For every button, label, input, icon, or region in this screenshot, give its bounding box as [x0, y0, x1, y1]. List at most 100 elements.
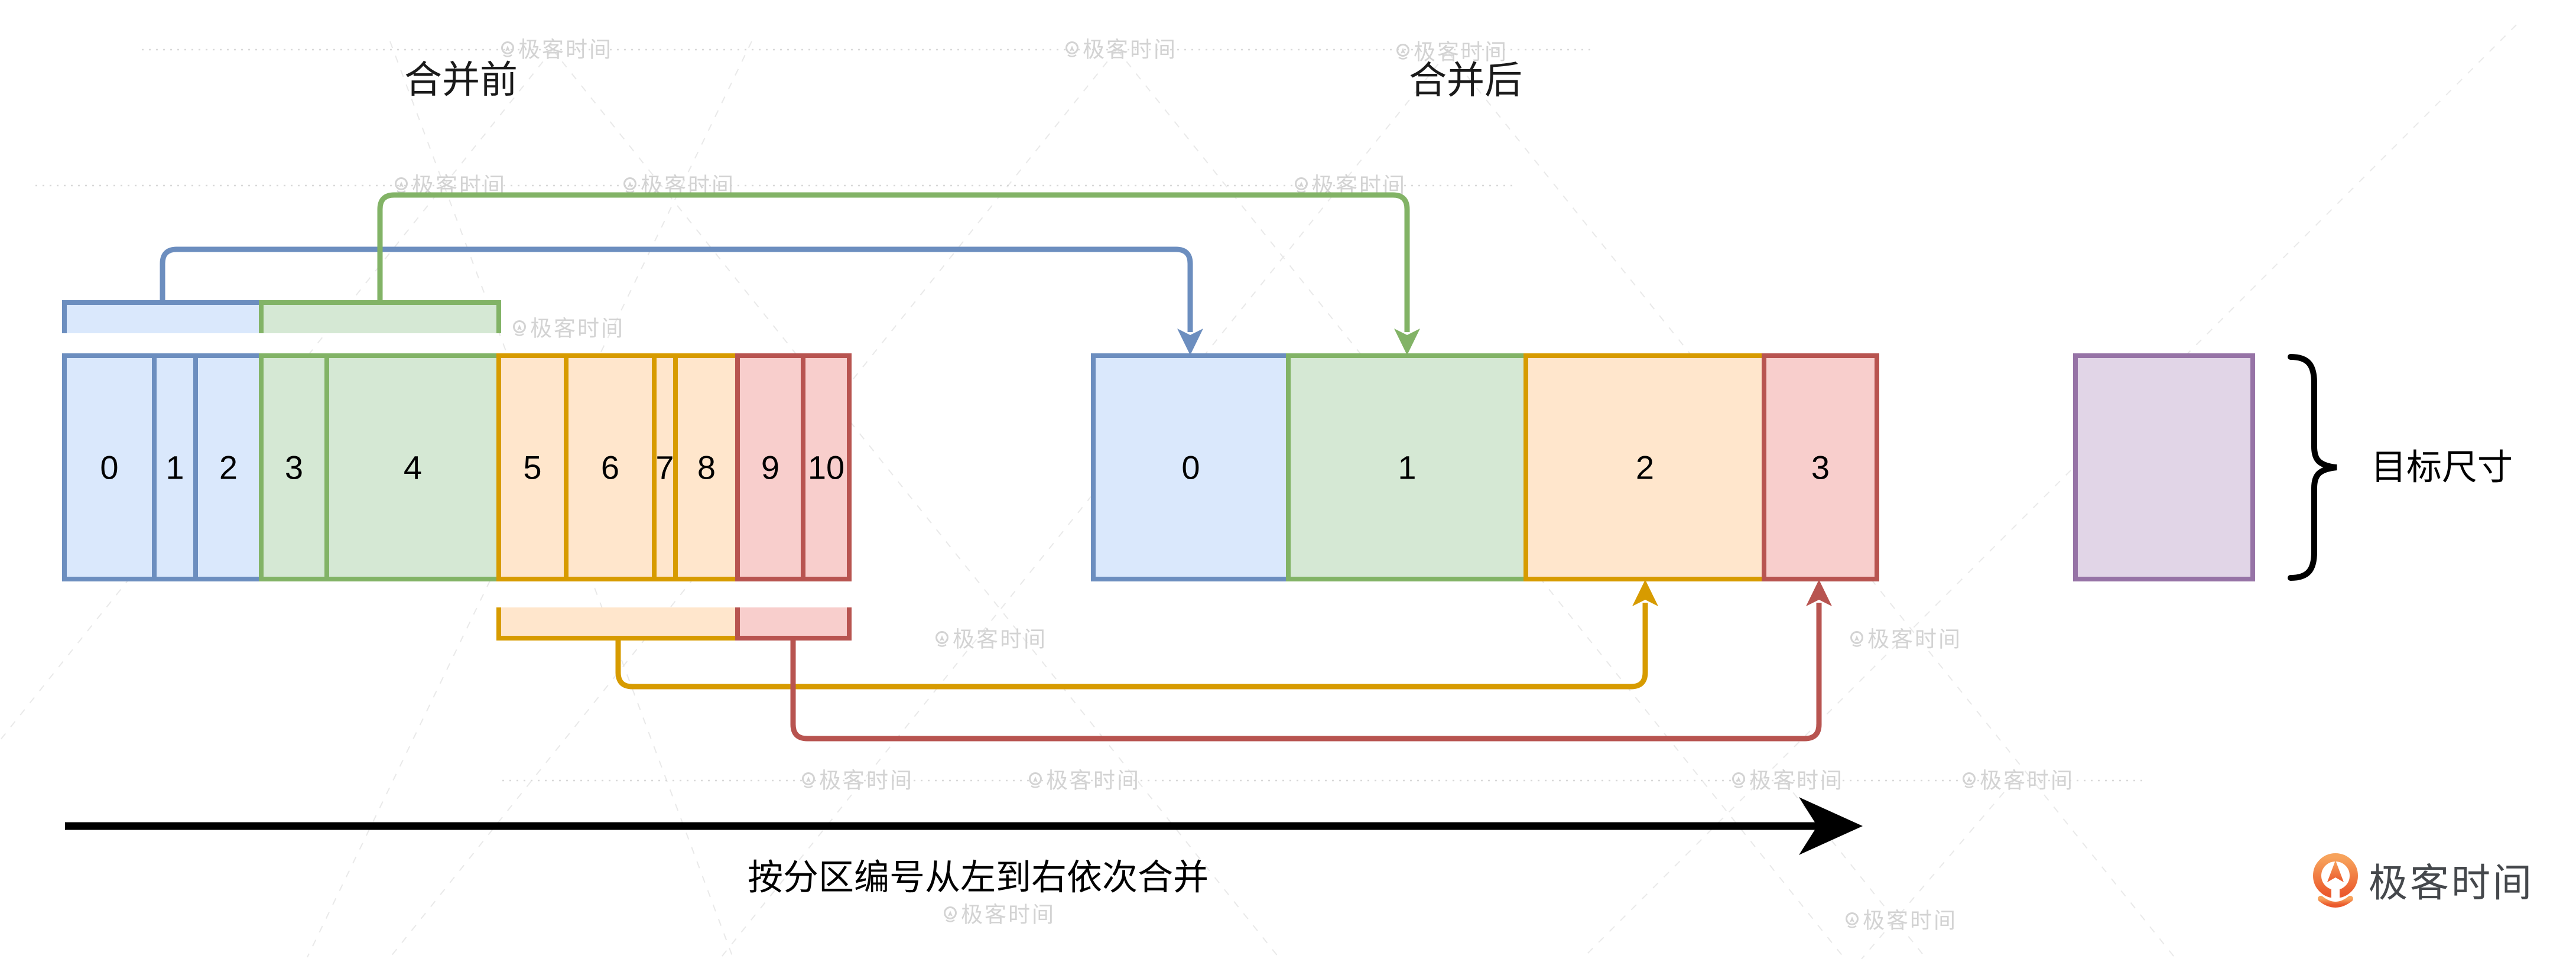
watermark-diagonal — [1116, 49, 1846, 959]
watermark-pin-tail — [1297, 190, 1306, 193]
watermark: 极客时间 — [1029, 769, 1139, 793]
block-label: 3 — [1811, 449, 1830, 486]
watermark-pin-tail — [515, 333, 524, 336]
segment-box — [324, 353, 501, 581]
watermark-diagonal — [1581, 24, 2517, 959]
segment-label: 8 — [697, 449, 716, 486]
segment-7: 7 — [652, 353, 678, 581]
watermark-pin-tail — [1847, 925, 1857, 928]
block-label: 2 — [1636, 449, 1654, 486]
watermark-pin-needle — [1736, 776, 1741, 782]
caption: 按分区编号从左到右依次合并 — [748, 858, 1209, 898]
timeline-arrowhead — [1799, 797, 1863, 855]
segment-box — [735, 353, 805, 581]
segment-5: 5 — [496, 353, 569, 581]
segment-8: 8 — [673, 353, 740, 581]
watermark-pin-icon — [1846, 912, 1859, 925]
watermark-pin-needle — [1401, 48, 1405, 54]
group-bracket-green — [259, 300, 501, 333]
watermark-pin-needle — [1850, 916, 1854, 922]
segment-label: 7 — [655, 449, 674, 486]
block-box — [1523, 353, 1766, 581]
group-bracket-blue — [62, 300, 264, 333]
block-0: 0 — [1091, 353, 1291, 581]
watermark-pin-tail — [937, 643, 947, 647]
watermark-text: 极客时间 — [961, 903, 1055, 927]
segment-4: 4 — [324, 353, 501, 581]
segment-label: 1 — [165, 449, 184, 486]
watermark-pin-tail — [1067, 54, 1077, 57]
target-curly-brace — [2288, 354, 2337, 581]
segment-box — [193, 353, 264, 581]
watermark: 极客时间 — [944, 903, 1055, 927]
segment-label: 0 — [100, 449, 118, 486]
segment-label: 2 — [219, 449, 238, 486]
watermark-diagonal — [719, 51, 1448, 959]
watermark: 极客时间 — [1396, 40, 1506, 64]
watermark-pin-icon — [935, 631, 948, 644]
watermark: 极客时间 — [935, 628, 1047, 652]
segment-10: 10 — [801, 353, 852, 581]
watermark: 极客时间 — [1732, 769, 1842, 793]
watermark: 极客时间 — [1066, 38, 1175, 62]
watermark-pin-icon — [1066, 41, 1079, 54]
watermark-text: 极客时间 — [530, 317, 625, 341]
merge-arrow-green-arrowhead — [1394, 329, 1420, 355]
watermark-diagonal — [1783, 780, 1927, 959]
segment-label: 6 — [601, 449, 619, 486]
watermark-pin-needle — [1967, 776, 1971, 782]
watermark-pin-icon — [1850, 631, 1863, 644]
segment-box — [152, 353, 198, 581]
segment-3: 3 — [259, 353, 329, 581]
merge-arrow-red — [790, 603, 1822, 742]
watermark-pin-needle — [1033, 776, 1038, 782]
watermark-pin-needle — [940, 635, 944, 641]
watermark-pin-needle — [505, 45, 510, 51]
watermark: 极客时间 — [802, 769, 912, 793]
watermark-diagonal — [552, 49, 1281, 959]
watermark-pin-needle — [399, 181, 404, 187]
watermark-pin-needle — [628, 181, 632, 187]
segment-label: 9 — [761, 449, 779, 486]
watermark-text: 极客时间 — [953, 628, 1047, 652]
watermark-pin-icon — [1396, 44, 1409, 57]
watermark-pin-tail — [1964, 785, 1974, 788]
segment-label: 4 — [404, 449, 422, 486]
watermark-pin-tail — [397, 190, 406, 193]
brand-name: 极客时间 — [2369, 861, 2534, 905]
target-size-block — [2073, 353, 2255, 581]
segment-box — [496, 353, 569, 581]
block-box — [1286, 353, 1528, 581]
watermark-diagonal — [388, 49, 1118, 959]
watermark: 极客时间 — [1963, 769, 2073, 793]
segment-label: 5 — [523, 449, 541, 486]
watermark-text: 极客时间 — [1863, 909, 1957, 933]
group-bracket-red — [735, 607, 852, 641]
watermark-pin-tail — [625, 190, 635, 193]
block-label: 0 — [1181, 449, 1200, 486]
watermark-pin-icon — [802, 772, 815, 785]
watermark-pin-tail — [503, 54, 512, 57]
after-title: 合并后 — [1409, 59, 1522, 102]
merge-arrow-orange-arrowhead — [1632, 580, 1658, 606]
watermark-diagonal — [389, 41, 733, 958]
merge-arrow-blue-arrowhead — [1177, 329, 1203, 355]
watermark-pin-tail — [946, 919, 955, 922]
segment-2: 2 — [193, 353, 264, 581]
segment-label: 3 — [285, 449, 303, 486]
watermark-pin-needle — [1070, 45, 1074, 51]
block-2: 2 — [1523, 353, 1766, 581]
watermark-pin-icon — [501, 41, 514, 54]
segment-1: 1 — [152, 353, 198, 581]
before-title: 合并前 — [404, 58, 518, 101]
block-box — [1762, 353, 1879, 581]
block-1: 1 — [1286, 353, 1528, 581]
watermark-pin-icon — [1029, 772, 1042, 785]
watermark-pin-icon — [1295, 177, 1308, 190]
segment-9: 9 — [735, 353, 805, 581]
block-box — [1091, 353, 1291, 581]
watermark-text: 极客时间 — [518, 38, 613, 62]
watermark-pin-tail — [1734, 785, 1743, 788]
merge-arrow-blue — [160, 246, 1193, 332]
